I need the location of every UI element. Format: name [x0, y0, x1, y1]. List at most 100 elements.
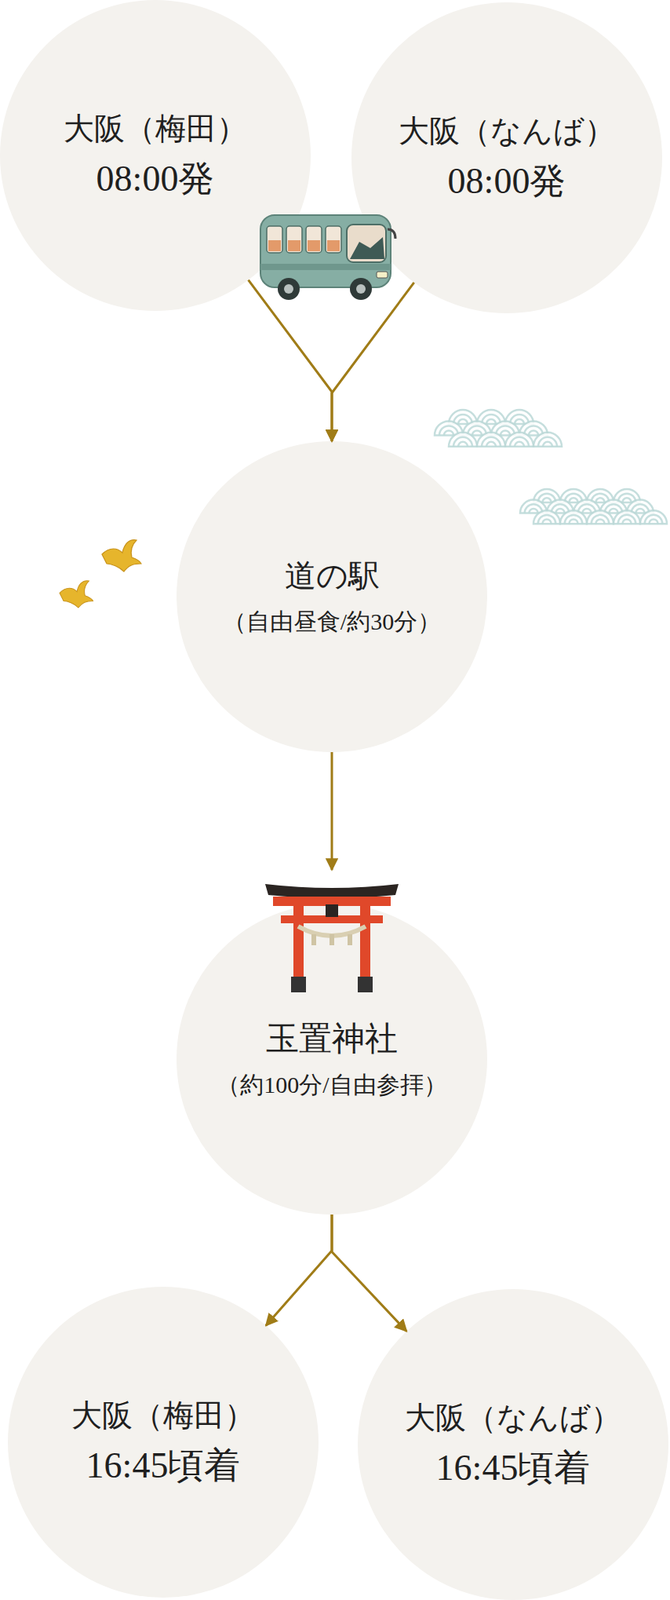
circle-fill — [176, 903, 488, 1214]
circle-fill — [351, 2, 663, 314]
bus-driver-view — [349, 236, 385, 259]
wave-arc — [644, 514, 663, 524]
wave-arc — [622, 519, 631, 525]
wave-arc — [533, 432, 562, 447]
wave-arc — [608, 508, 618, 514]
bus-window — [286, 225, 303, 253]
wave-arc — [586, 509, 614, 524]
torii-base — [357, 975, 373, 992]
wave-pattern — [520, 488, 667, 524]
torii-pillar — [293, 903, 304, 983]
rope-tassel — [347, 933, 353, 945]
stop-circle: 大阪（なんば） 16:45頃着 — [357, 1288, 669, 1599]
wave-arc — [640, 509, 667, 524]
stop-name: 大阪（梅田） — [63, 110, 248, 148]
stop-name: 大阪（なんば） — [398, 112, 616, 150]
torii-top-beam — [265, 883, 399, 898]
circle-shape — [357, 1288, 669, 1599]
bus-stripe — [260, 263, 391, 270]
wave-arc — [542, 441, 553, 447]
flow-arrow — [331, 1213, 407, 1331]
wave-arc — [486, 441, 496, 447]
wave-arc — [568, 497, 578, 503]
flow-arrow — [331, 751, 334, 870]
wave-arc — [481, 436, 501, 447]
stop-name: 大阪（なんば） — [404, 1398, 622, 1436]
torii-plaque — [325, 903, 339, 917]
bus-window — [266, 225, 283, 253]
circle-shape — [176, 440, 488, 752]
bus-illustration — [260, 214, 396, 300]
wave-arc — [448, 432, 478, 447]
wave-arc — [568, 519, 578, 525]
bus-seat — [268, 240, 281, 252]
wave-arc — [542, 519, 551, 525]
wave-arc — [509, 436, 529, 447]
rope-tassel — [311, 933, 317, 945]
wave-arc — [564, 514, 583, 524]
wave-arc — [635, 508, 645, 514]
bus-windshield — [346, 224, 386, 263]
circle-shape — [0, 0, 311, 311]
stop-detail: 16:45頃着 — [86, 1442, 241, 1486]
wave-arc — [538, 514, 557, 524]
stop-detail: 08:00発 — [447, 159, 567, 203]
wave-arc — [648, 519, 658, 525]
wave-arc — [458, 441, 468, 447]
stop-detail: 16:45頃着 — [436, 1445, 591, 1489]
wave-arc — [555, 508, 565, 514]
bus-wheel — [277, 277, 300, 300]
wave-arc — [595, 497, 605, 503]
stop-name: 玉置神社 — [265, 1018, 398, 1058]
bus-seat — [287, 240, 301, 252]
wave-arc — [472, 429, 482, 435]
wave-arc — [514, 418, 525, 424]
stop-circle: 玉置神社 （約100分/自由参拝） — [176, 903, 488, 1214]
circle-shape — [7, 1285, 319, 1597]
wave-arc — [595, 519, 605, 525]
bus-wheel — [349, 277, 372, 300]
wave-arc — [613, 509, 641, 524]
bus-light — [376, 271, 388, 278]
stop-detail: （約100分/自由参拝） — [216, 1070, 447, 1099]
wave-arc — [477, 432, 506, 447]
circle-shape — [351, 2, 663, 314]
bus-hub — [356, 284, 366, 294]
wave-arc — [505, 432, 534, 447]
wave-arc — [453, 436, 473, 447]
stop-circle: 大阪（なんば） 08:00発 — [351, 2, 663, 314]
stop-circle: 道の駅 （自由昼食/約30分） — [176, 440, 488, 752]
wave-arc — [458, 418, 468, 424]
stop-detail: （自由昼食/約30分） — [222, 607, 441, 636]
stop-detail: 08:00発 — [96, 156, 215, 201]
circle-shape — [176, 903, 488, 1214]
circle-fill — [0, 0, 311, 311]
wave-arc — [591, 514, 610, 524]
bus-mirror — [387, 229, 396, 239]
wave-pattern — [434, 409, 562, 447]
wave-arc — [444, 429, 454, 435]
wave-arc — [500, 429, 510, 435]
wave-arc — [528, 508, 538, 514]
wave-arc — [514, 441, 525, 447]
wave-arc — [618, 514, 637, 524]
wave-arc — [486, 418, 496, 424]
bus-seat — [307, 240, 321, 252]
flow-arrow — [265, 1213, 332, 1325]
stop-circle: 大阪（梅田）16:45頃着 — [7, 1285, 319, 1597]
flow-arrow — [248, 280, 332, 441]
bird — [101, 539, 142, 572]
rope-tassel — [329, 933, 335, 945]
wave-arc — [538, 436, 558, 447]
torii-pillar — [360, 903, 371, 983]
bus-window — [325, 225, 342, 253]
wave-arc — [528, 429, 539, 435]
stop-circle: 大阪（梅田） 08:00発 — [0, 0, 311, 311]
stop-name: 道の駅 — [284, 557, 380, 595]
flow-arrow — [331, 282, 415, 441]
bus-seat — [327, 240, 340, 252]
wave-arc — [533, 509, 561, 524]
bird — [59, 580, 94, 608]
wave-arc — [560, 509, 587, 524]
